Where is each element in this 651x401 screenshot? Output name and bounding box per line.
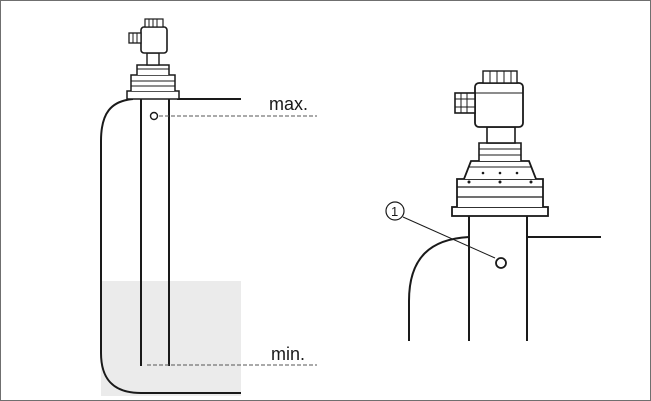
max-label: max. (269, 94, 308, 114)
vent-hole (149, 111, 159, 121)
callout-circle (385, 201, 405, 221)
left-tank-assembly: max. min. (100, 18, 317, 396)
liquid-fill (101, 281, 241, 396)
ultrasonic-sensor-icon-large (451, 70, 549, 217)
right-detail-assembly: 1 (385, 70, 601, 341)
min-label: min. (271, 344, 305, 364)
tank-wall (100, 98, 241, 394)
callout-leader (402, 216, 496, 259)
ultrasonic-sensor-icon (126, 18, 180, 100)
detail-vent-hole (495, 257, 507, 269)
detail-tank-wall (408, 236, 601, 341)
callout-number: 1 (391, 204, 398, 219)
